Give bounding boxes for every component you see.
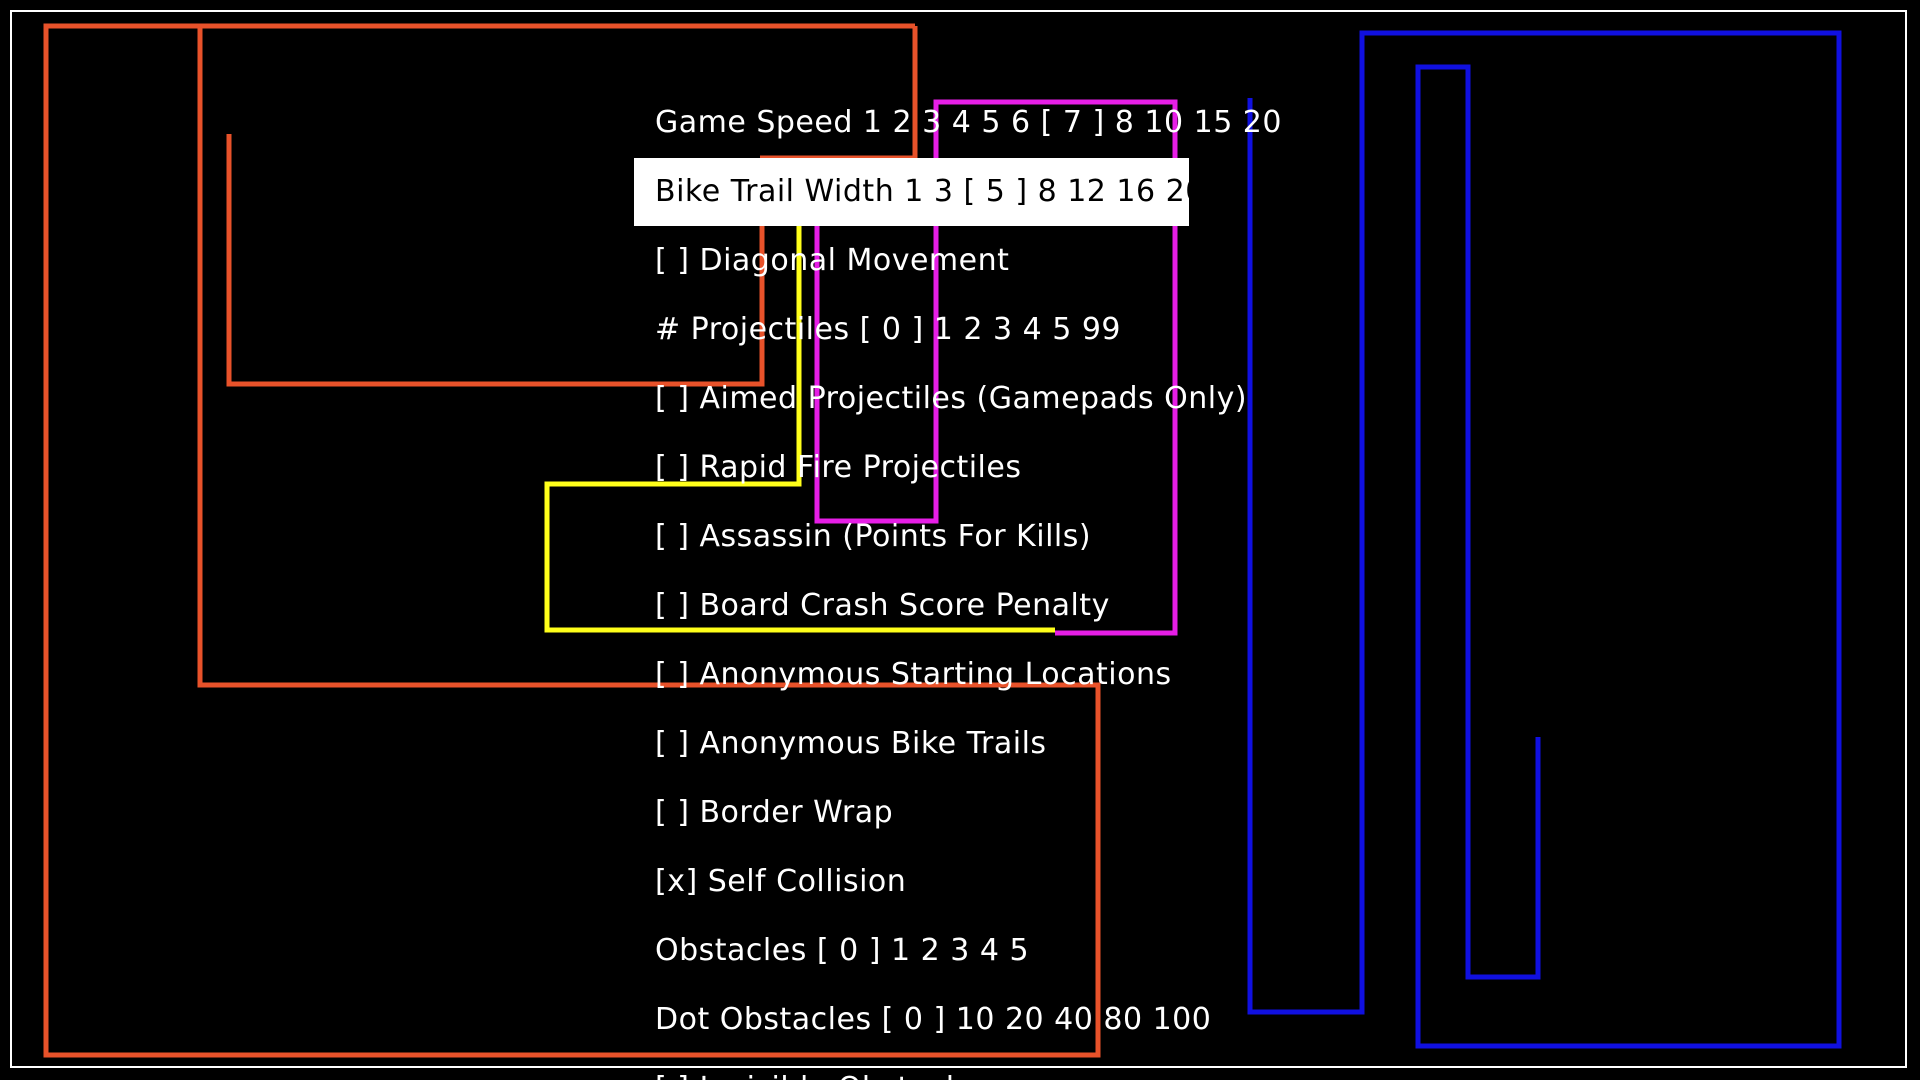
menu-item-bike-trail-width[interactable]: Bike Trail Width 1 3 [ 5 ] 8 12 16 20 xyxy=(634,158,1204,226)
menu-item-aimed-projectiles[interactable]: [ ] Aimed Projectiles (Gamepads Only) xyxy=(655,381,1248,416)
orange-trail-spur xyxy=(226,134,765,387)
magenta-trail xyxy=(814,99,1178,636)
blue-trail-left xyxy=(1247,30,1842,1049)
yellow-trail xyxy=(544,226,1055,633)
menu-item-projectiles[interactable]: # Projectiles [ 0 ] 1 2 3 4 5 99 xyxy=(655,312,1121,347)
menu-item-anonymous-starting-locations[interactable]: [ ] Anonymous Starting Locations xyxy=(655,657,1172,692)
menu-item-anonymous-bike-trails[interactable]: [ ] Anonymous Bike Trails xyxy=(655,726,1047,761)
orange-trail-outer xyxy=(43,23,1101,1058)
menu-item-obstacles[interactable]: Obstacles [ 0 ] 1 2 3 4 5 xyxy=(655,933,1030,968)
menu-item-self-collision[interactable]: [x] Self Collision xyxy=(655,864,907,899)
menu-item-game-speed[interactable]: Game Speed 1 2 3 4 5 6 [ 7 ] 8 10 15 20 xyxy=(655,105,1282,140)
menu-item-rapid-fire[interactable]: [ ] Rapid Fire Projectiles xyxy=(655,450,1022,485)
menu-item-assassin[interactable]: [ ] Assassin (Points For Kills) xyxy=(655,519,1092,554)
menu-item-diagonal-movement[interactable]: [ ] Diagonal Movement xyxy=(655,243,1010,278)
menu-item-border-wrap[interactable]: [ ] Border Wrap xyxy=(655,795,894,830)
menu-item-dot-obstacles[interactable]: Dot Obstacles [ 0 ] 10 20 40 80 100 xyxy=(655,1002,1212,1037)
board-border xyxy=(10,10,1907,1068)
menu-item-board-crash-penalty[interactable]: [ ] Board Crash Score Penalty xyxy=(655,588,1110,623)
menu-item-invisible-obstacles[interactable]: [ ] Invisible Obstacles xyxy=(655,1055,990,1080)
